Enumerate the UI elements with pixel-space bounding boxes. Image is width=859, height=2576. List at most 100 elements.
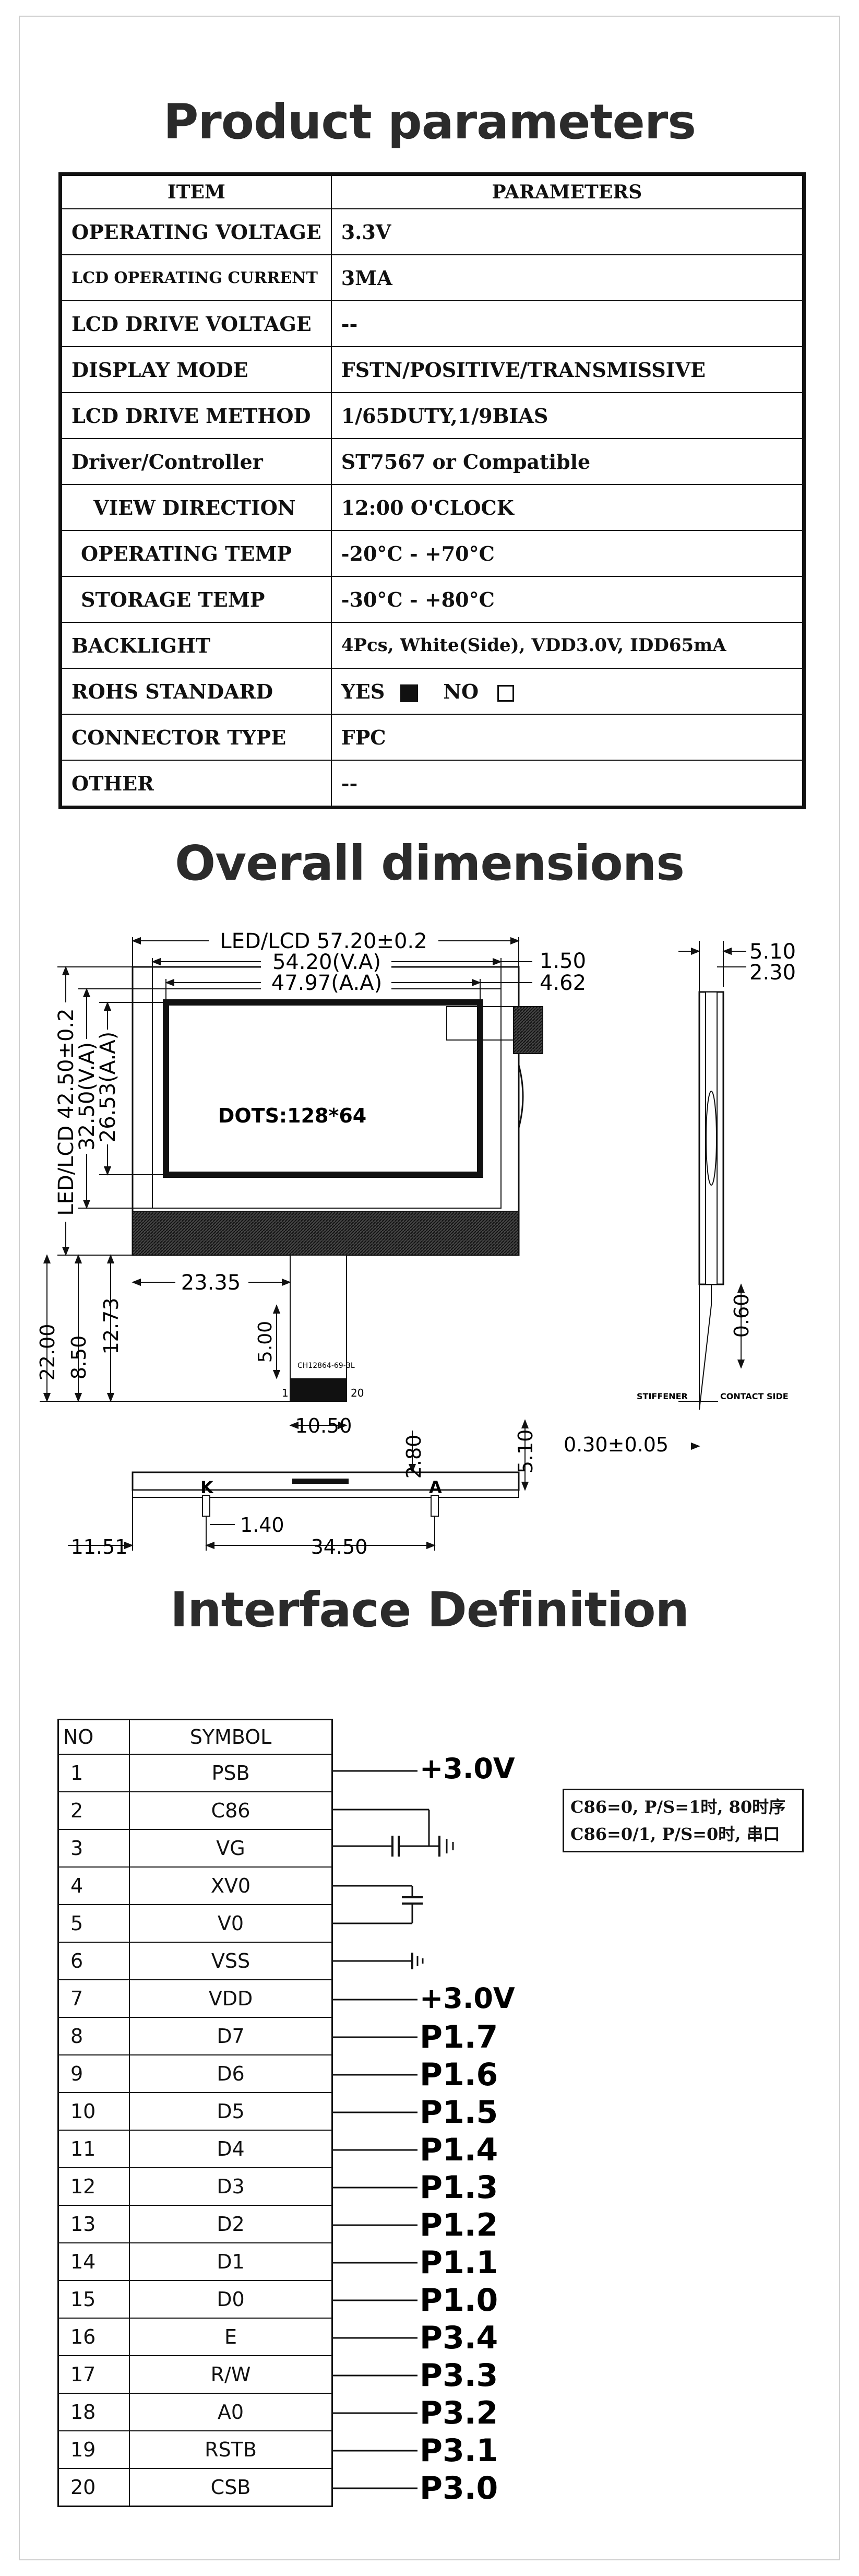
table-row: OTHER-- — [59, 760, 805, 808]
param-value: -20°C - +70°C — [330, 530, 805, 577]
pin-no: 4 — [57, 1866, 130, 1905]
param-name: ROHS STANDARD — [59, 668, 332, 715]
pin-a — [431, 1495, 439, 1517]
pin-no: 6 — [57, 1942, 130, 1980]
param-value: -30°C - +80°C — [330, 576, 805, 623]
pin-symbol: C86 — [129, 1791, 333, 1830]
ic-outline — [446, 1006, 514, 1041]
header-item: ITEM — [59, 173, 332, 209]
param-name: BACKLIGHT — [59, 622, 332, 669]
pin-symbol: D6 — [129, 2054, 333, 2093]
dots-label: DOTS:128*64 — [218, 1104, 366, 1127]
pin-symbol: D1 — [129, 2242, 333, 2281]
pin-no: 12 — [57, 2167, 130, 2206]
pin-a-label: A — [429, 1478, 442, 1497]
header-parameters: PARAMETERS — [330, 173, 805, 209]
pin-symbol: PSB — [129, 1754, 333, 1792]
dim-aa-w: 47.97(A.A) — [271, 971, 382, 995]
backlight-strip — [132, 1211, 519, 1256]
side-tab — [518, 1065, 524, 1128]
rohs-value: YES NO — [330, 668, 805, 715]
pin-symbol: CSB — [129, 2468, 333, 2507]
pin-symbol: E — [129, 2318, 333, 2356]
fpc-contacts — [290, 1378, 347, 1401]
page-frame — [19, 16, 840, 2560]
dim-4-62: 4.62 — [540, 971, 586, 995]
dim-led-lcd-w: LED/LCD 57.20±0.2 — [220, 929, 427, 953]
pin-k-label: K — [200, 1478, 214, 1497]
pin-no: 18 — [57, 2393, 130, 2431]
table-row: STORAGE TEMP-30°C - +80°C — [59, 576, 805, 623]
param-value: 3MA — [330, 254, 805, 301]
param-value: ST7567 or Compatible — [330, 438, 805, 485]
pin-symbol: V0 — [129, 1904, 333, 1943]
param-name: VIEW DIRECTION — [59, 484, 332, 531]
product-parameters-title: Product parameters — [163, 94, 696, 150]
param-name: CONNECTOR TYPE — [59, 714, 332, 761]
table-row: OPERATING TEMP-20°C - +70°C — [59, 530, 805, 577]
dim-1-40: 1.40 — [240, 1514, 284, 1537]
unchecked-box-icon — [497, 685, 515, 702]
dim-5-10-top: 5.10 — [749, 940, 796, 964]
mode-note: C86=0, P/S=1时, 80时序 C86=0/1, P/S=0时, 串口 — [563, 1789, 804, 1852]
pin-no: 14 — [57, 2242, 130, 2281]
pin-no: 13 — [57, 2205, 130, 2243]
pin-no: 7 — [57, 1979, 130, 2018]
header-symbol: SYMBOL — [129, 1719, 333, 1755]
pin-symbol: XV0 — [129, 1866, 333, 1905]
table-row: ROHS STANDARD YES NO — [59, 668, 805, 715]
table-header-row: ITEM PARAMETERS — [59, 173, 805, 209]
pin-symbol: RSTB — [129, 2430, 333, 2469]
pin-symbol: D3 — [129, 2167, 333, 2206]
param-value: 1/65DUTY,1/9BIAS — [330, 392, 805, 439]
pin-no: 20 — [57, 2468, 130, 2507]
dim-12-73: 12.73 — [100, 1298, 123, 1355]
param-name: DISPLAY MODE — [59, 346, 332, 393]
overall-dimensions-title: Overall dimensions — [174, 835, 685, 891]
pin-no: 3 — [57, 1829, 130, 1868]
param-name: OPERATING TEMP — [59, 530, 332, 577]
rohs-yes-label: YES — [341, 679, 385, 703]
pin-no: 9 — [57, 2054, 130, 2093]
pin-no: 1 — [57, 1754, 130, 1792]
param-value: FPC — [330, 714, 805, 761]
pin-20-label: 20 — [351, 1387, 364, 1399]
dim-2-30: 2.30 — [749, 961, 796, 985]
dim-0-30: 0.30±0.05 — [564, 1433, 669, 1456]
pin-symbol: R/W — [129, 2355, 333, 2394]
param-value: -- — [330, 300, 805, 347]
dim-23-35: 23.35 — [181, 1271, 241, 1295]
active-area — [163, 999, 483, 1178]
dim-5-00: 5.00 — [255, 1321, 276, 1363]
param-value: -- — [330, 760, 805, 808]
dim-2-80: 2.80 — [402, 1435, 425, 1479]
rohs-no-label: NO — [443, 679, 479, 703]
dim-1-50: 1.50 — [540, 949, 586, 973]
ic-block — [513, 1006, 543, 1054]
pin-symbol: VDD — [129, 1979, 333, 2018]
param-value: 12:00 O'CLOCK — [330, 484, 805, 531]
dim-8-50: 8.50 — [67, 1336, 90, 1380]
param-name: LCD OPERATING CURRENT — [59, 254, 332, 301]
interface-definition-title: Interface Definition — [170, 1582, 689, 1638]
pin-symbol: D7 — [129, 2017, 333, 2055]
fpc-tail — [290, 1255, 347, 1402]
param-name: OTHER — [59, 760, 332, 808]
param-value: 3.3V — [330, 208, 805, 255]
